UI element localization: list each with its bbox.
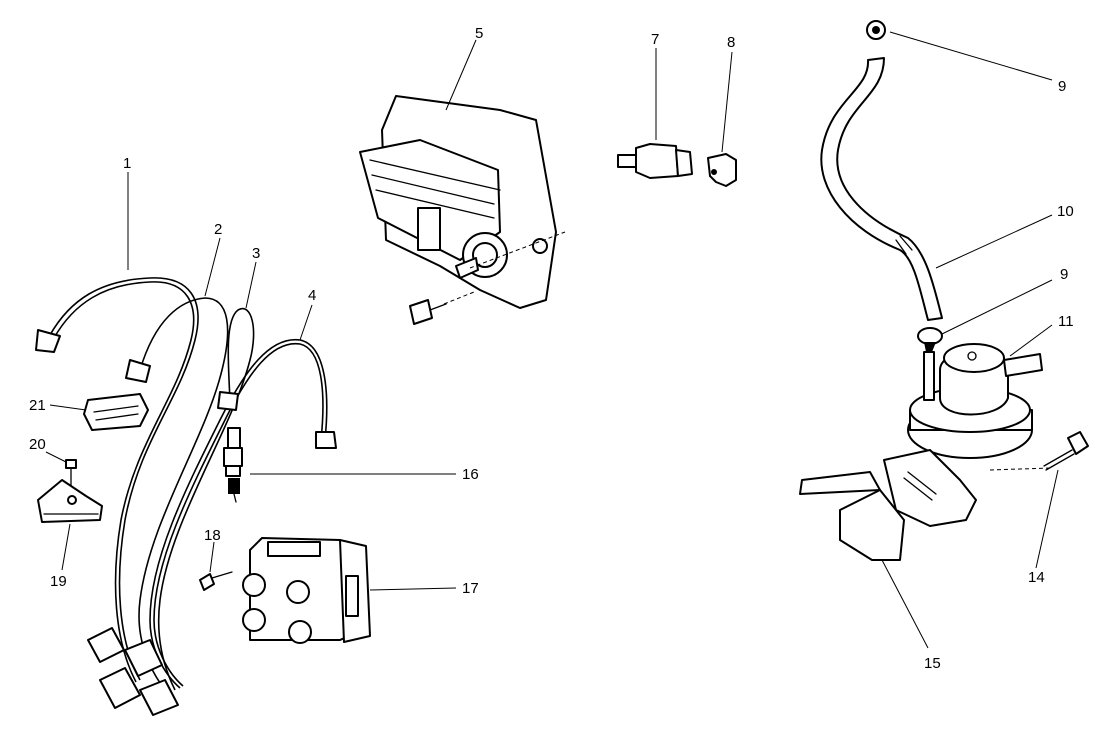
callout-3: 3 xyxy=(252,245,260,262)
callout-11: 11 xyxy=(1058,313,1074,330)
wire-separator-clip xyxy=(83,393,149,431)
callout-4: 4 xyxy=(308,287,316,304)
callout-21: 21 xyxy=(29,397,46,414)
pressure-sensor xyxy=(617,143,693,179)
callout-7: 7 xyxy=(651,31,659,48)
callout-2: 2 xyxy=(214,221,222,238)
fuel-pump xyxy=(799,343,1051,561)
elbow-fitting xyxy=(707,153,737,187)
callout-labels: 1 2 3 4 5 7 8 9 9 10 11 14 15 16 17 18 1… xyxy=(29,25,1074,672)
wire-bracket xyxy=(37,479,103,523)
fuel-hose xyxy=(820,57,943,321)
ignition-wire-set xyxy=(35,277,337,716)
pump-bolt xyxy=(1043,431,1089,471)
callout-16: 16 xyxy=(462,466,479,483)
callout-15: 15 xyxy=(924,655,941,672)
callout-10: 10 xyxy=(1057,203,1074,220)
leader-lines xyxy=(45,31,1059,649)
control-unit xyxy=(359,95,566,325)
callout-20: 20 xyxy=(29,436,46,453)
bracket-screw xyxy=(65,459,77,487)
callout-5: 5 xyxy=(475,25,483,42)
callout-9-top: 9 xyxy=(1058,78,1066,95)
ignition-coil xyxy=(242,537,371,644)
callout-14: 14 xyxy=(1028,569,1045,586)
callout-9-bottom: 9 xyxy=(1060,266,1068,283)
callout-18: 18 xyxy=(204,527,221,544)
coil-screw xyxy=(199,571,233,591)
callout-19: 19 xyxy=(50,573,67,590)
callout-17: 17 xyxy=(462,580,479,597)
hose-clamp-top xyxy=(866,20,886,40)
callout-8: 8 xyxy=(727,34,735,51)
hose-clamp-bottom xyxy=(917,327,943,352)
callout-1: 1 xyxy=(123,155,131,172)
spark-plug xyxy=(223,427,243,503)
